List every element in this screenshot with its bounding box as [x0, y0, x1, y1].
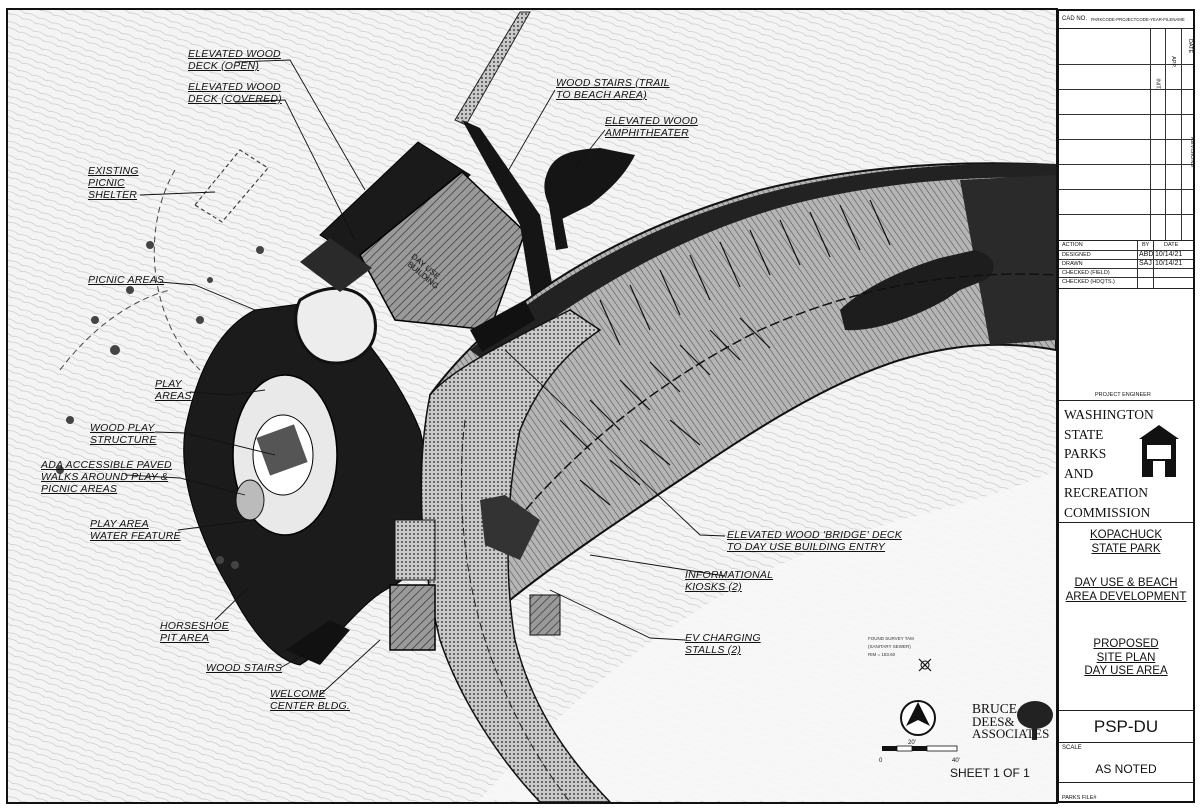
callout-picnic-areas: PICNIC AREAS	[88, 274, 165, 286]
scale-tick-40: 40'	[952, 758, 960, 764]
survey-note-line1: FOUND SURVEY TAM	[868, 636, 914, 641]
firm-tree-logo	[1017, 701, 1053, 740]
parks-file-label: PARKS FILE#	[1062, 795, 1097, 801]
cad-value: PARKCODE-PROJECTCODE-YEAR-FILENAME	[1091, 17, 1185, 22]
action-row-date: 10/14/21	[1155, 260, 1183, 267]
rev-header-date: DATE	[1187, 38, 1194, 54]
parks-file-box: PARKS FILE#	[1062, 786, 1096, 804]
action-row-action: DRAWN	[1062, 261, 1083, 267]
project-engineer-box: PROJECT ENGINEER	[1059, 289, 1193, 401]
rev-header-revisions: REVISIONS	[1188, 137, 1195, 167]
survey-note-line2: (SANITARY SEWER)	[868, 644, 911, 649]
action-header-action: ACTION	[1062, 242, 1083, 248]
cad-label: CAD NO.	[1062, 16, 1088, 22]
action-table: ACTION BY DATE DESIGNED ABD 10/14/21 DRA…	[1059, 241, 1193, 289]
sheet-code: PSP-DU	[1093, 717, 1159, 736]
action-row-date: 10/14/21	[1155, 251, 1183, 258]
action-header-date: DATE	[1164, 242, 1179, 248]
scale-box: SCALE AS NOTED	[1059, 743, 1193, 783]
sheet-number: SHEET 1 OF 1	[950, 766, 1030, 780]
action-row-by: ABD	[1139, 251, 1154, 258]
action-header-by: BY	[1142, 242, 1150, 248]
scale-value: AS NOTED	[1095, 762, 1157, 776]
callout-wood-stairs: WOOD STAIRS	[206, 662, 283, 674]
action-row-action: CHECKED (FIELD)	[1062, 270, 1110, 276]
parks-seal-icon	[1139, 425, 1179, 477]
action-row-by: SAJ	[1139, 260, 1152, 267]
revision-grid: DATE APP. INIT. REVISIONS	[1059, 29, 1195, 241]
action-row-action: DESIGNED	[1062, 252, 1091, 258]
firm-name: BRUCE DEES& ASSOCIATES	[972, 701, 1050, 741]
north-arrow-icon	[900, 700, 936, 736]
scale-tick-0: 0	[879, 758, 883, 764]
title-block: CAD NO. PARKCODE-PROJECTCODE-YEAR-FILENA…	[1057, 9, 1195, 803]
cad-row: CAD NO. PARKCODE-PROJECTCODE-YEAR-FILENA…	[1059, 11, 1193, 29]
rev-header-init: INIT.	[1154, 78, 1161, 90]
action-row-action: CHECKED (HDQTS.)	[1062, 279, 1115, 285]
agency-box: WASHINGTON STATE PARKS AND RECREATION CO…	[1059, 401, 1193, 523]
graphic-scale-bar	[882, 745, 958, 752]
rev-header-app: APP.	[1169, 56, 1176, 68]
agency-name: WASHINGTON STATE PARKS AND RECREATION CO…	[1064, 407, 1154, 520]
project-engineer-label: PROJECT ENGINEER	[1095, 392, 1151, 398]
scale-label: SCALE	[1062, 745, 1082, 751]
sheet-code-box: PSP-DU	[1059, 711, 1193, 743]
scale-tick-20: 20'	[908, 740, 916, 746]
survey-note-line3: RIM = 183.60	[868, 652, 896, 657]
